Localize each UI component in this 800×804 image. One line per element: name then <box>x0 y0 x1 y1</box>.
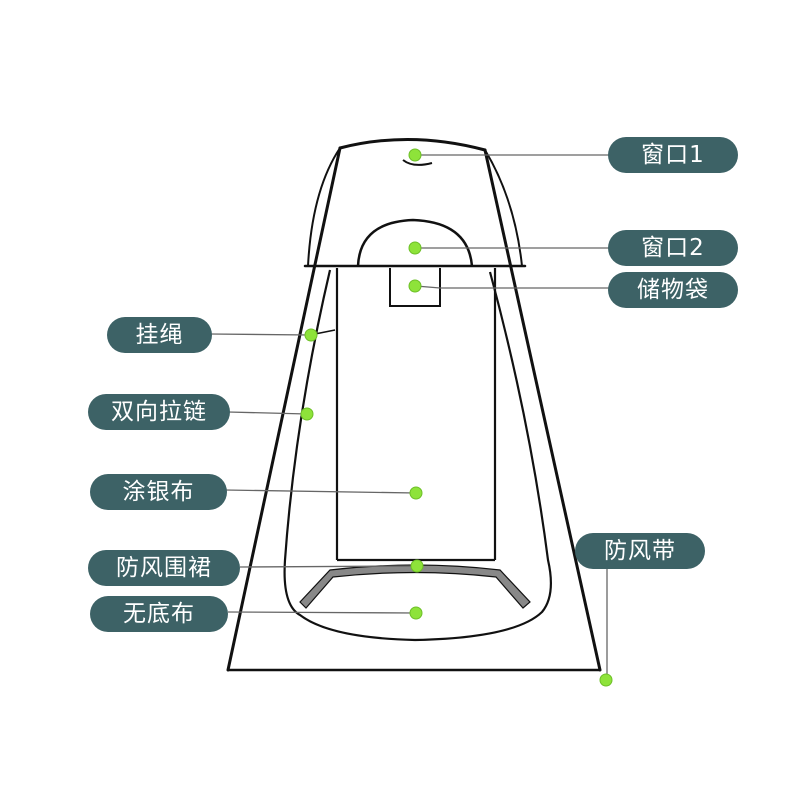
marker-window1 <box>408 148 422 162</box>
label-window1: 窗口1 <box>608 137 738 173</box>
marker-zipper <box>300 407 314 421</box>
label-windproof-strap: 防风带 <box>575 533 705 569</box>
label-hanging-rope: 挂绳 <box>107 317 212 353</box>
label-windproof-skirt: 防风围裙 <box>88 550 240 586</box>
tent-dome-outline <box>338 137 487 152</box>
label-window2: 窗口2 <box>608 230 738 266</box>
label-storage-bag: 储物袋 <box>608 272 738 308</box>
marker-storage-bag <box>408 279 422 293</box>
marker-windproof-strap <box>599 673 613 687</box>
tent-right-pole <box>483 148 602 672</box>
zipper-door-outline <box>283 269 553 642</box>
marker-window2 <box>408 241 422 255</box>
window2-arch <box>356 218 474 267</box>
marker-no-bottom <box>409 606 423 620</box>
marker-windproof-skirt <box>410 559 424 573</box>
tent-left-pole <box>226 146 342 672</box>
label-two-way-zipper: 双向拉链 <box>88 394 230 430</box>
marker-hanging-rope <box>304 328 318 342</box>
storage-bag-outline <box>389 268 441 307</box>
label-no-bottom-fabric: 无底布 <box>90 596 228 632</box>
marker-silver-fabric <box>409 486 423 500</box>
label-silver-coated-fabric: 涂银布 <box>90 474 227 510</box>
window1-mark <box>402 159 433 166</box>
